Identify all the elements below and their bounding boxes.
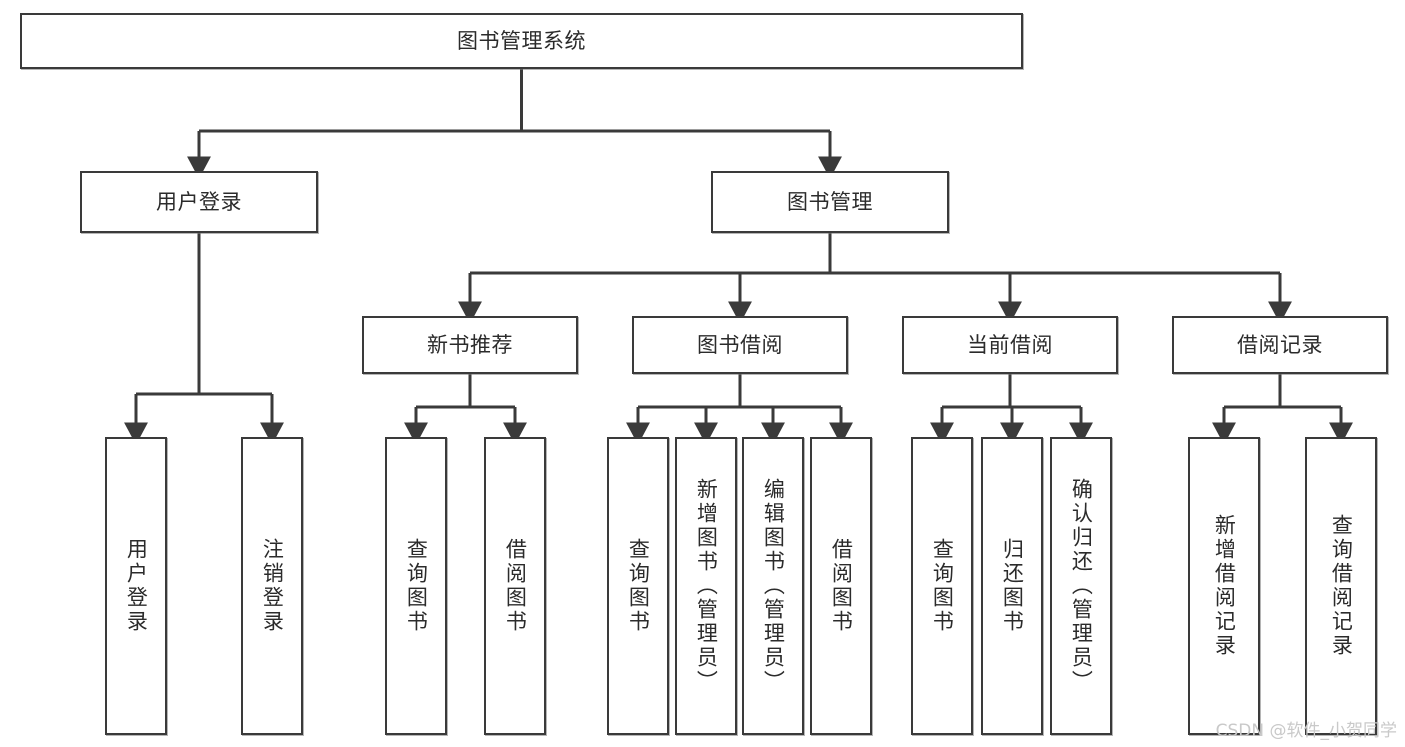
node-book-manage[interactable]: 图书管理 bbox=[711, 171, 949, 233]
node-leaf-add-record[interactable]: 新增借阅记录 bbox=[1188, 437, 1260, 735]
node-leaf-query-record[interactable]: 查询借阅记录 bbox=[1305, 437, 1377, 735]
node-label-current-borrow: 当前借阅 bbox=[967, 332, 1053, 357]
node-label-leaf-query-book-cb: 查询图书 bbox=[930, 538, 955, 634]
node-borrow-record[interactable]: 借阅记录 bbox=[1172, 316, 1388, 374]
node-leaf-query-book-bb[interactable]: 查询图书 bbox=[607, 437, 669, 735]
node-label-leaf-edit-book: 编辑图书（管理员） bbox=[761, 478, 786, 694]
node-label-leaf-add-book: 新增图书（管理员） bbox=[694, 478, 719, 694]
node-leaf-borrow-book-bb[interactable]: 借阅图书 bbox=[810, 437, 872, 735]
node-label-leaf-add-record: 新增借阅记录 bbox=[1212, 514, 1237, 658]
node-new-book-rec[interactable]: 新书推荐 bbox=[362, 316, 578, 374]
node-label-user-login: 用户登录 bbox=[156, 189, 242, 214]
node-label-leaf-confirm-return: 确认归还（管理员） bbox=[1069, 478, 1094, 694]
node-label-root: 图书管理系统 bbox=[457, 28, 586, 53]
node-book-borrow[interactable]: 图书借阅 bbox=[632, 316, 848, 374]
node-leaf-confirm-return[interactable]: 确认归还（管理员） bbox=[1050, 437, 1112, 735]
node-root[interactable]: 图书管理系统 bbox=[20, 13, 1023, 69]
node-current-borrow[interactable]: 当前借阅 bbox=[902, 316, 1118, 374]
node-label-leaf-logout: 注销登录 bbox=[260, 538, 285, 634]
node-label-leaf-user-login: 用户登录 bbox=[124, 538, 149, 634]
node-leaf-borrow-book-rec[interactable]: 借阅图书 bbox=[484, 437, 546, 735]
node-leaf-logout[interactable]: 注销登录 bbox=[241, 437, 303, 735]
node-label-leaf-query-book-bb: 查询图书 bbox=[626, 538, 651, 634]
node-label-leaf-query-book-rec: 查询图书 bbox=[404, 538, 429, 634]
node-label-new-book-rec: 新书推荐 bbox=[427, 332, 513, 357]
node-user-login[interactable]: 用户登录 bbox=[80, 171, 318, 233]
node-leaf-add-book[interactable]: 新增图书（管理员） bbox=[675, 437, 737, 735]
node-label-book-borrow: 图书借阅 bbox=[697, 332, 783, 357]
node-label-leaf-borrow-book-bb: 借阅图书 bbox=[829, 538, 854, 634]
node-label-leaf-return-book: 归还图书 bbox=[1000, 538, 1025, 634]
node-leaf-user-login[interactable]: 用户登录 bbox=[105, 437, 167, 735]
node-label-borrow-record: 借阅记录 bbox=[1237, 332, 1323, 357]
node-label-leaf-borrow-book-rec: 借阅图书 bbox=[503, 538, 528, 634]
node-leaf-query-book-rec[interactable]: 查询图书 bbox=[385, 437, 447, 735]
node-leaf-edit-book[interactable]: 编辑图书（管理员） bbox=[742, 437, 804, 735]
node-label-leaf-query-record: 查询借阅记录 bbox=[1329, 514, 1354, 658]
node-leaf-return-book[interactable]: 归还图书 bbox=[981, 437, 1043, 735]
node-label-book-manage: 图书管理 bbox=[787, 189, 873, 214]
node-leaf-query-book-cb[interactable]: 查询图书 bbox=[911, 437, 973, 735]
